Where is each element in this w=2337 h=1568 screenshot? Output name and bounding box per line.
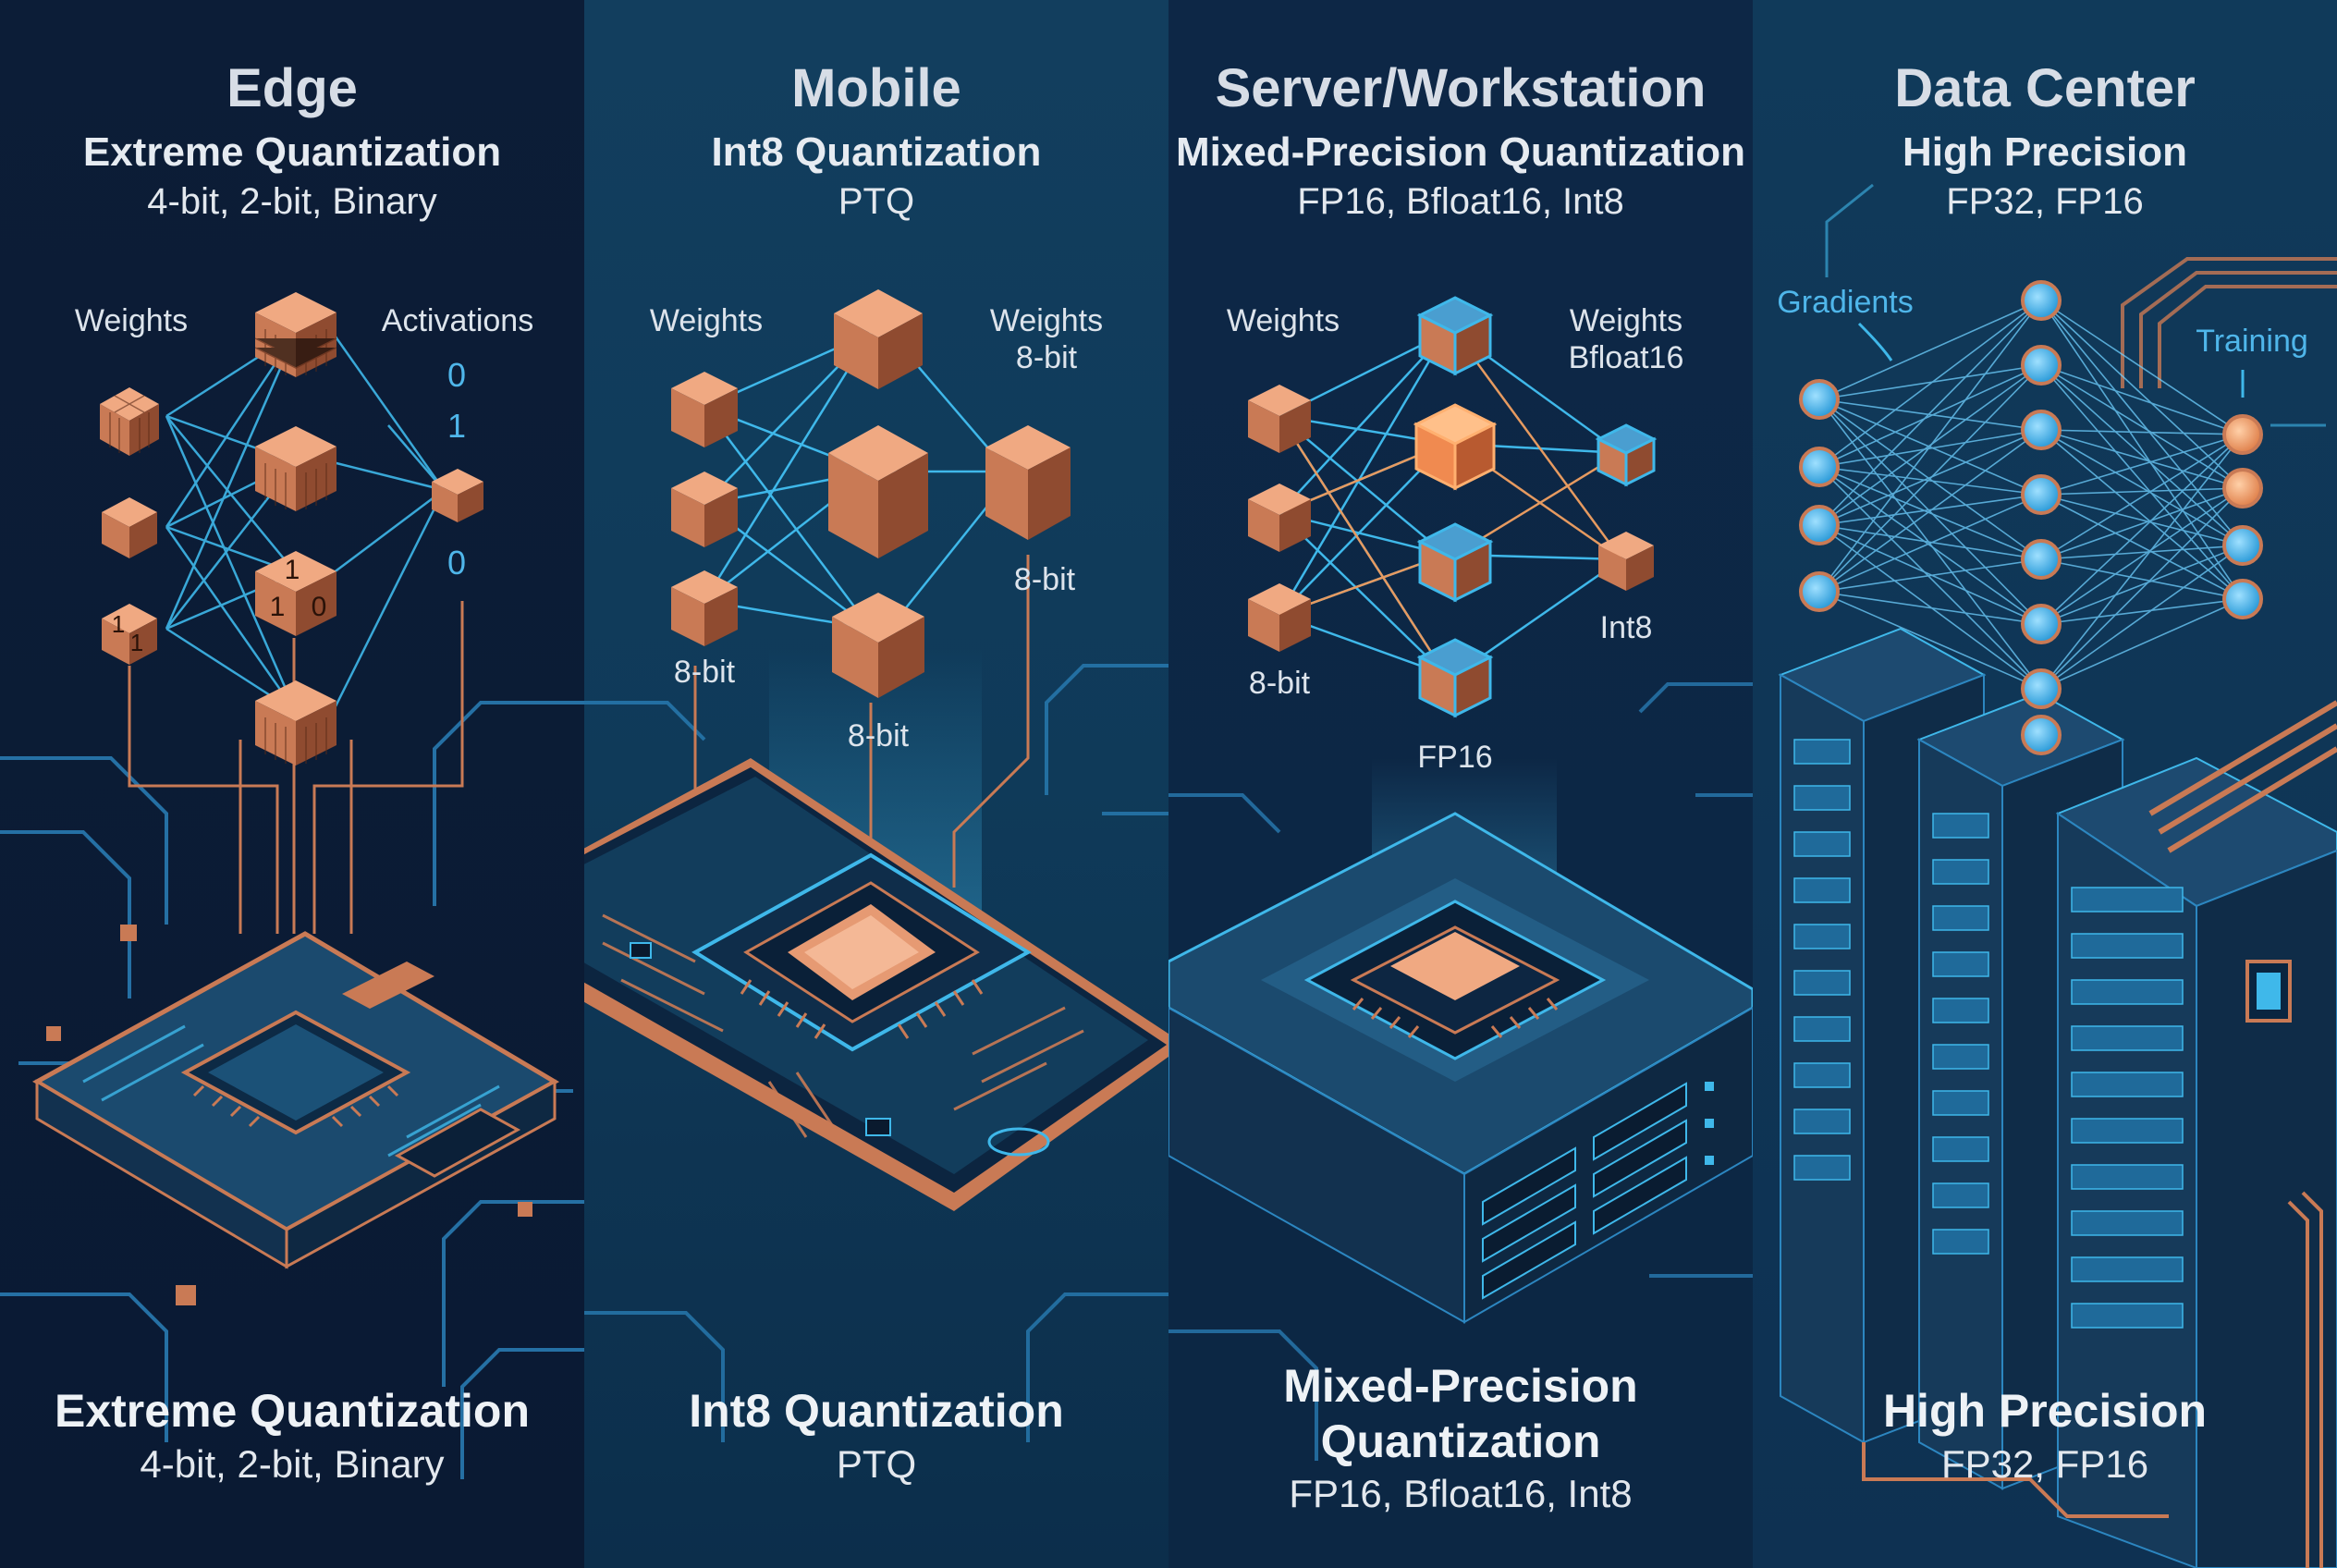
server-weights-right-label: Weights bbox=[1569, 303, 1683, 338]
mobile-8bit-left-label: 8-bit bbox=[673, 655, 736, 690]
edge-cube-digit-a: 1 bbox=[284, 555, 300, 585]
mobile-bottom-title: Int8 Quantization bbox=[689, 1385, 1064, 1437]
edge-cube-digit-e: 1 bbox=[129, 629, 144, 656]
edge-illustration bbox=[0, 0, 584, 1568]
mobile-bottom-formats: PTQ bbox=[836, 1442, 917, 1486]
server-weights-label: Weights bbox=[1226, 303, 1340, 338]
datacenter-illustration bbox=[1753, 0, 2337, 1568]
mobile-illustration bbox=[584, 0, 1168, 1568]
server-bottom-title-2: Quantization bbox=[1320, 1415, 1601, 1467]
edge-weights-label: Weights bbox=[74, 303, 189, 338]
edge-cubes bbox=[100, 292, 483, 766]
mobile-cubes bbox=[671, 289, 1071, 698]
server-fp16-label: FP16 bbox=[1417, 740, 1493, 775]
datacenter-nodes bbox=[1799, 280, 2263, 755]
server-bottom-formats: FP16, Bfloat16, Int8 bbox=[1289, 1472, 1633, 1515]
edge-cube-digit-c: 0 bbox=[311, 592, 327, 622]
server-bottom-title-1: Mixed-Precision bbox=[1283, 1360, 1638, 1412]
panel-server: Server/Workstation Mixed-Precision Quant… bbox=[1168, 0, 1753, 1568]
datacenter-gradients-label: Gradients bbox=[1777, 285, 1914, 320]
edge-cube-digit-b: 1 bbox=[269, 592, 286, 622]
mobile-8bit-right-label: 8-bit bbox=[1013, 562, 1076, 597]
mobile-weights-label: Weights bbox=[649, 303, 764, 338]
datacenter-formats: FP32, FP16 bbox=[1946, 181, 2144, 222]
edge-cube-digit-d: 1 bbox=[111, 610, 126, 638]
mobile-subtitle: Int8 Quantization bbox=[711, 129, 1042, 175]
server-formats: FP16, Bfloat16, Int8 bbox=[1297, 181, 1624, 222]
datacenter-network-lines bbox=[1818, 300, 2244, 690]
server-title: Server/Workstation bbox=[1215, 58, 1707, 118]
mobile-weights-right-label: Weights bbox=[989, 303, 1104, 338]
edge-bottom-title: Extreme Quantization bbox=[55, 1385, 530, 1437]
panel-datacenter: Data Center High Precision FP32, FP16 Gr… bbox=[1753, 0, 2337, 1568]
mobile-phone bbox=[584, 758, 1168, 1211]
datacenter-bottom-formats: FP32, FP16 bbox=[1940, 1442, 2149, 1486]
edge-activations-label: Activations bbox=[381, 303, 534, 338]
panel-edge: Edge Extreme Quantization 4-bit, 2-bit, … bbox=[0, 0, 584, 1568]
edge-title: Edge bbox=[226, 58, 358, 118]
edge-binary-digit-2: 0 bbox=[447, 544, 467, 582]
edge-formats: 4-bit, 2-bit, Binary bbox=[147, 181, 437, 222]
datacenter-title: Data Center bbox=[1894, 58, 2196, 118]
server-box bbox=[1168, 812, 1753, 1324]
edge-binary-digit-1: 1 bbox=[447, 407, 467, 445]
edge-bottom-formats: 4-bit, 2-bit, Binary bbox=[140, 1442, 445, 1486]
server-subtitle: Mixed-Precision Quantization bbox=[1175, 129, 1746, 175]
server-bfloat16-label: Bfloat16 bbox=[1568, 340, 1684, 375]
mobile-formats: PTQ bbox=[838, 181, 915, 222]
mobile-8bit-center-label: 8-bit bbox=[847, 718, 910, 753]
server-cubes bbox=[1248, 296, 1658, 718]
datacenter-training-label: Training bbox=[2196, 324, 2308, 359]
edge-pcb-board bbox=[31, 931, 560, 1269]
datacenter-subtitle: High Precision bbox=[1902, 129, 2188, 175]
mobile-weights-8bit-label: 8-bit bbox=[1015, 340, 1078, 375]
server-8bit-label: 8-bit bbox=[1248, 666, 1311, 701]
server-int8-label: Int8 bbox=[1599, 610, 1653, 645]
datacenter-server-racks bbox=[1778, 627, 2337, 1568]
edge-binary-digit-0: 0 bbox=[447, 356, 467, 394]
server-illustration bbox=[1168, 0, 1753, 1568]
mobile-title: Mobile bbox=[791, 58, 961, 118]
panel-mobile: Mobile Int8 Quantization PTQ Weights Wei… bbox=[584, 0, 1168, 1568]
datacenter-bottom-title: High Precision bbox=[1882, 1385, 2208, 1437]
edge-subtitle: Extreme Quantization bbox=[82, 129, 502, 175]
